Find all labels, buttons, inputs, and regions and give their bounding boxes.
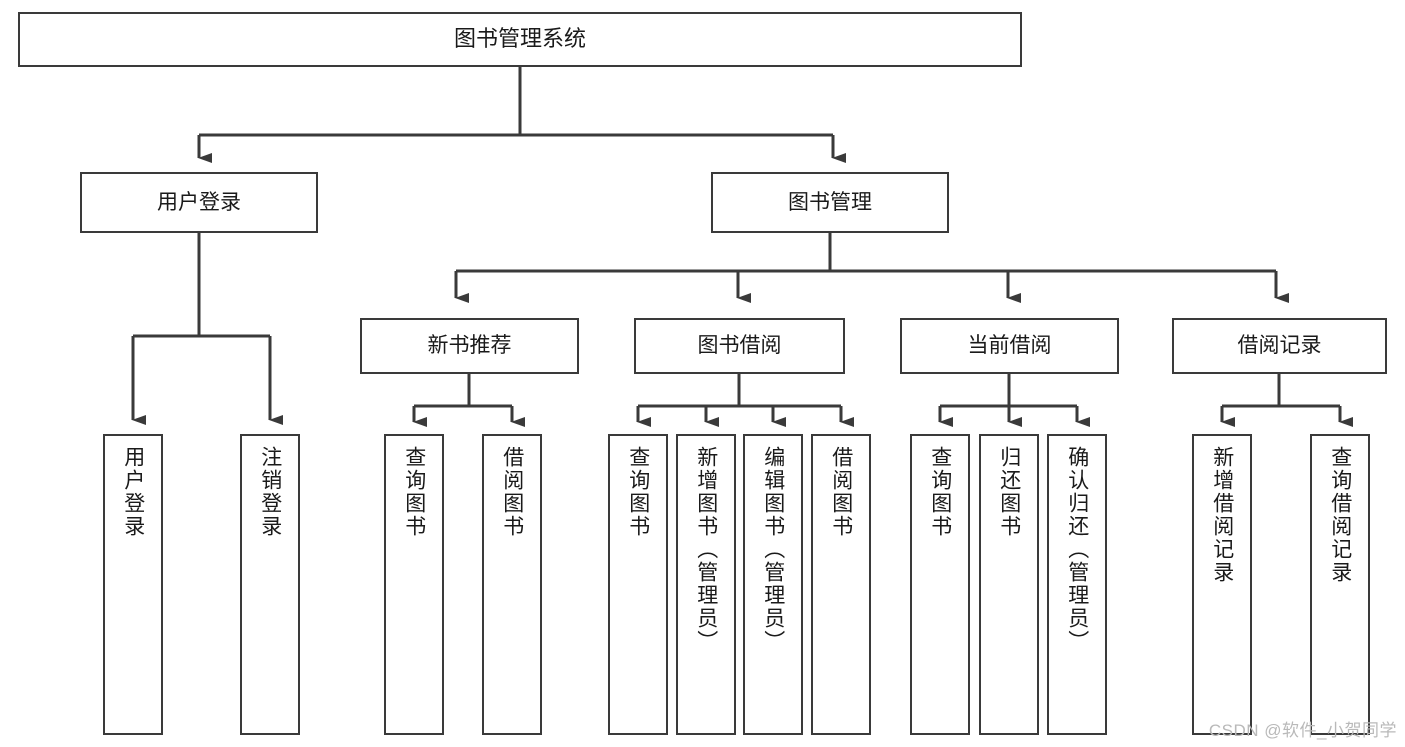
node-label: 图书借阅 <box>697 334 782 358</box>
node-label: 新增图书（管理员） <box>694 446 718 653</box>
leaf-borrow-record-query[interactable]: 查询借阅记录 <box>1310 434 1370 735</box>
node-root[interactable]: 图书管理系统 <box>18 12 1022 67</box>
node-user-login[interactable]: 用户登录 <box>80 172 318 233</box>
leaf-current-borrow-query[interactable]: 查询图书 <box>910 434 970 735</box>
node-label: 用户登录 <box>157 190 241 214</box>
node-book-management[interactable]: 图书管理 <box>711 172 949 233</box>
node-label: 归还图书 <box>997 446 1021 538</box>
leaf-book-borrow-lend[interactable]: 借阅图书 <box>811 434 871 735</box>
node-label: 当前借阅 <box>967 334 1052 358</box>
node-current-borrow[interactable]: 当前借阅 <box>900 318 1119 374</box>
node-label: 图书管理系统 <box>453 26 586 52</box>
leaf-borrow-record-add[interactable]: 新增借阅记录 <box>1192 434 1252 735</box>
node-label: 用户登录 <box>121 446 145 538</box>
leaf-user-login-signout[interactable]: 注销登录 <box>240 434 300 735</box>
node-label: 新书推荐 <box>427 334 512 358</box>
leaf-current-borrow-confirm[interactable]: 确认归还（管理员） <box>1047 434 1107 735</box>
node-label: 查询图书 <box>928 446 952 538</box>
node-book-borrow[interactable]: 图书借阅 <box>634 318 845 374</box>
node-label: 借阅图书 <box>829 446 853 538</box>
leaf-book-borrow-query[interactable]: 查询图书 <box>608 434 668 735</box>
node-label: 借阅图书 <box>500 446 524 538</box>
node-label: 借阅记录 <box>1237 334 1322 358</box>
node-label: 注销登录 <box>258 446 282 538</box>
node-label: 图书管理 <box>788 190 872 214</box>
node-label: 确认归还（管理员） <box>1065 446 1089 653</box>
node-borrow-record[interactable]: 借阅记录 <box>1172 318 1387 374</box>
leaf-new-book-borrow[interactable]: 借阅图书 <box>482 434 542 735</box>
leaf-new-book-query[interactable]: 查询图书 <box>384 434 444 735</box>
leaf-book-borrow-add[interactable]: 新增图书（管理员） <box>676 434 736 735</box>
node-new-book-recommend[interactable]: 新书推荐 <box>360 318 579 374</box>
csdn-watermark: CSDN @软件_小贺同学 <box>1208 721 1397 740</box>
leaf-book-borrow-edit[interactable]: 编辑图书（管理员） <box>743 434 803 735</box>
node-label: 新增借阅记录 <box>1210 446 1234 584</box>
node-label: 编辑图书（管理员） <box>761 446 785 653</box>
node-label: 查询借阅记录 <box>1328 446 1352 584</box>
node-label: 查询图书 <box>402 446 426 538</box>
node-label: 查询图书 <box>626 446 650 538</box>
leaf-user-login-signin[interactable]: 用户登录 <box>103 434 163 735</box>
leaf-current-borrow-return[interactable]: 归还图书 <box>979 434 1039 735</box>
